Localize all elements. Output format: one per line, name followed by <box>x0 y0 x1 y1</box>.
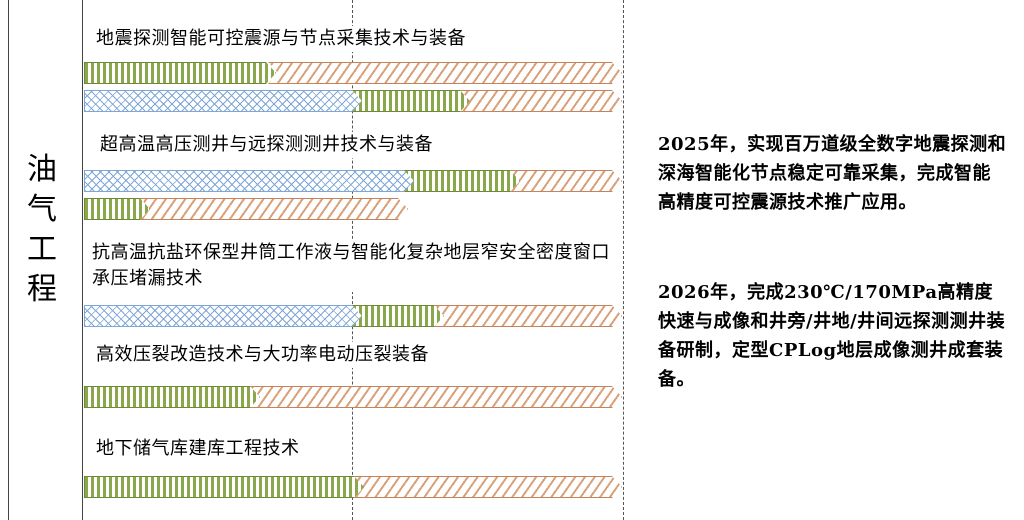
item-title-1: 地震探测智能可控震源与节点采集技术与装备 <box>96 26 468 52</box>
goal-2025-text: 2025年，实现百万道级全数字地震探测和深海智能化节点稳定可靠采集，完成智能高精… <box>658 134 1007 213</box>
item2-bar1-tech <box>404 170 520 192</box>
goal-2026-text: 2026年，完成230℃/170MPa高精度快速与成像和井旁/井地/井间远探测测… <box>658 282 1006 390</box>
column-divider-dashed-line <box>623 0 624 520</box>
item2-bar1-research <box>84 170 414 192</box>
item2-bar1-application <box>510 170 622 192</box>
item1-bar2-application <box>460 90 622 112</box>
category-label: 油气工程 <box>27 152 57 307</box>
category-divider-line <box>82 0 83 520</box>
item1-bar2-tech <box>352 90 470 112</box>
item2-bar2-application <box>140 198 408 220</box>
item1-bar1-tech <box>84 62 276 84</box>
item-title-2: 超高温高压测井与远探测测井技术与装备 <box>100 132 435 158</box>
item1-bar1-application <box>268 62 622 84</box>
item-title-5: 地下储气库建库工程技术 <box>96 436 302 462</box>
item1-bar2-research <box>84 90 362 112</box>
item3-bar1-research <box>84 305 362 327</box>
item-title-4: 高效压裂改造技术与大功率电动压裂装备 <box>96 342 431 368</box>
left-border-line <box>8 0 9 520</box>
item-title-3: 抗高温抗盐环保型井筒工作液与智能化复杂地层窄安全密度窗口承压堵漏技术 <box>92 240 622 292</box>
item3-bar1-tech <box>352 305 444 327</box>
item2-bar2-tech <box>84 198 150 220</box>
item3-bar1-application <box>434 305 622 327</box>
item4-bar1-tech <box>84 386 260 408</box>
item4-bar1-application <box>250 386 622 408</box>
item5-bar1-tech <box>84 476 364 498</box>
item5-bar1-application <box>354 476 622 498</box>
